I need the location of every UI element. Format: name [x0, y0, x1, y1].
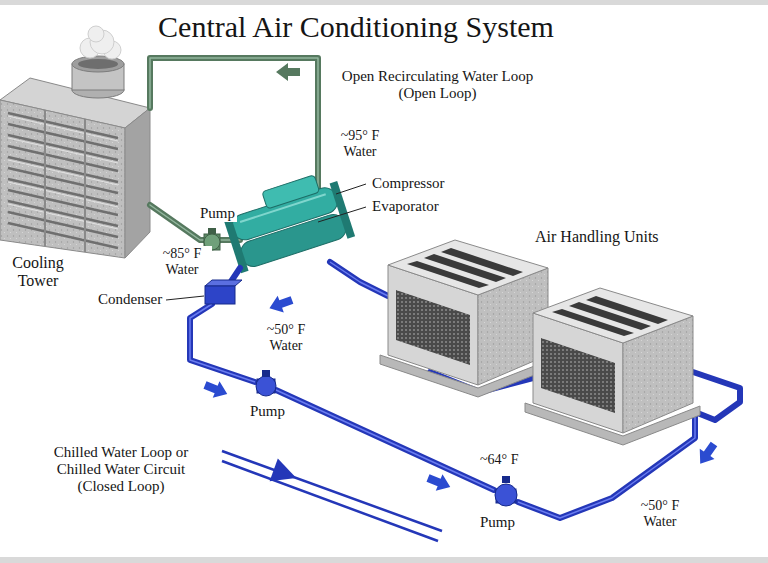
cooling-tower: [8, 212, 118, 237]
cooling-tower: [0, 56, 150, 258]
callout-label: Air Handling Units: [533, 228, 661, 246]
flow-arrow: [202, 377, 231, 403]
leader-line: [336, 184, 366, 194]
flow-arrow: [693, 439, 722, 469]
cooling-tower: [8, 160, 118, 185]
callout-label: ~95° F Water: [330, 128, 390, 159]
flow-arrow: [266, 292, 295, 317]
flow-arrow: [276, 63, 300, 81]
callout-label: ~85° F Water: [152, 246, 212, 277]
cooling-tower: [8, 157, 118, 182]
condenser-box: [205, 286, 235, 304]
callout-label: Cooling Tower: [4, 254, 72, 290]
callout-label: Open Recirculating Water Loop (Open Loop…: [328, 68, 547, 102]
chiller: [330, 181, 356, 239]
condenser-water-pipe: [150, 58, 318, 195]
cooling-tower: [78, 59, 118, 69]
cooling-tower: [8, 113, 118, 248]
cooling-tower: [8, 204, 118, 229]
air-handling-unit: [380, 240, 555, 397]
cooling-tower: [8, 113, 118, 138]
cooling-tower: [84, 119, 86, 252]
callout-label: Pump: [478, 514, 517, 531]
cooling-tower: [8, 182, 118, 207]
pump-symbol: [208, 228, 216, 234]
loop-band: [222, 451, 442, 531]
cooling-tower: [8, 168, 118, 193]
cooling-tower: [8, 138, 118, 163]
steam: [80, 26, 121, 59]
pump-symbol: [495, 484, 517, 506]
leader-line: [166, 184, 366, 300]
callout-label: Condenser: [96, 291, 164, 308]
cooling-tower: [8, 135, 118, 160]
chiller: [219, 169, 355, 274]
callout-label: Compressor: [370, 175, 447, 192]
air-handling-unit: [525, 288, 700, 445]
loop-band: [222, 451, 442, 541]
condenser-water-pipe: [150, 58, 318, 195]
callout-label: Pump: [198, 205, 237, 222]
flow-arrow: [202, 292, 722, 496]
leader-line: [318, 207, 366, 222]
cooling-tower: [0, 100, 125, 258]
pipe-highlight: [190, 304, 255, 382]
cooling-tower: [8, 116, 118, 229]
frame-bar: [0, 557, 768, 563]
title: Central Air Conditioning System: [158, 10, 554, 45]
loop-band: [270, 459, 301, 490]
cooling-tower: [8, 201, 118, 226]
cooling-tower: [8, 190, 118, 215]
cooling-tower: [125, 108, 150, 258]
callout-label: Evaporator: [370, 198, 441, 215]
chiller: [262, 175, 320, 209]
callout-label: ~64° F: [478, 452, 520, 468]
frame-bar: [0, 0, 768, 5]
cooling-tower: [8, 179, 118, 204]
loop-band: [222, 461, 438, 541]
pump-symbol: [262, 370, 270, 377]
cooling-tower: [8, 116, 118, 141]
pipe-highlight: [276, 390, 494, 490]
chilled-water-pipe: [276, 390, 494, 490]
condenser-box: [205, 280, 242, 304]
pump-symbol: [502, 476, 510, 483]
chiller: [223, 216, 249, 274]
pump-symbol: [256, 376, 276, 396]
cooling-tower: [8, 146, 118, 171]
pump-symbol: [256, 370, 276, 396]
chilled-water-pipe: [330, 262, 388, 296]
condenser-box: [205, 280, 242, 286]
flow-arrow: [425, 470, 454, 496]
leader-line: [166, 296, 204, 300]
cooling-tower: [8, 124, 118, 149]
steam: [88, 26, 104, 42]
chilled-water-pipe: [190, 304, 255, 382]
callout-label: Pump: [248, 403, 287, 420]
pipe-highlight: [330, 262, 388, 296]
callout-label: ~50° F Water: [256, 322, 316, 353]
callout-label: Chilled Water Loop or Chilled Water Circ…: [34, 444, 208, 494]
callout-label: ~50° F Water: [630, 498, 690, 529]
cooling-tower: [8, 223, 118, 248]
chiller: [240, 194, 326, 222]
cooling-tower: [44, 110, 46, 246]
pump-symbol: [495, 476, 517, 506]
